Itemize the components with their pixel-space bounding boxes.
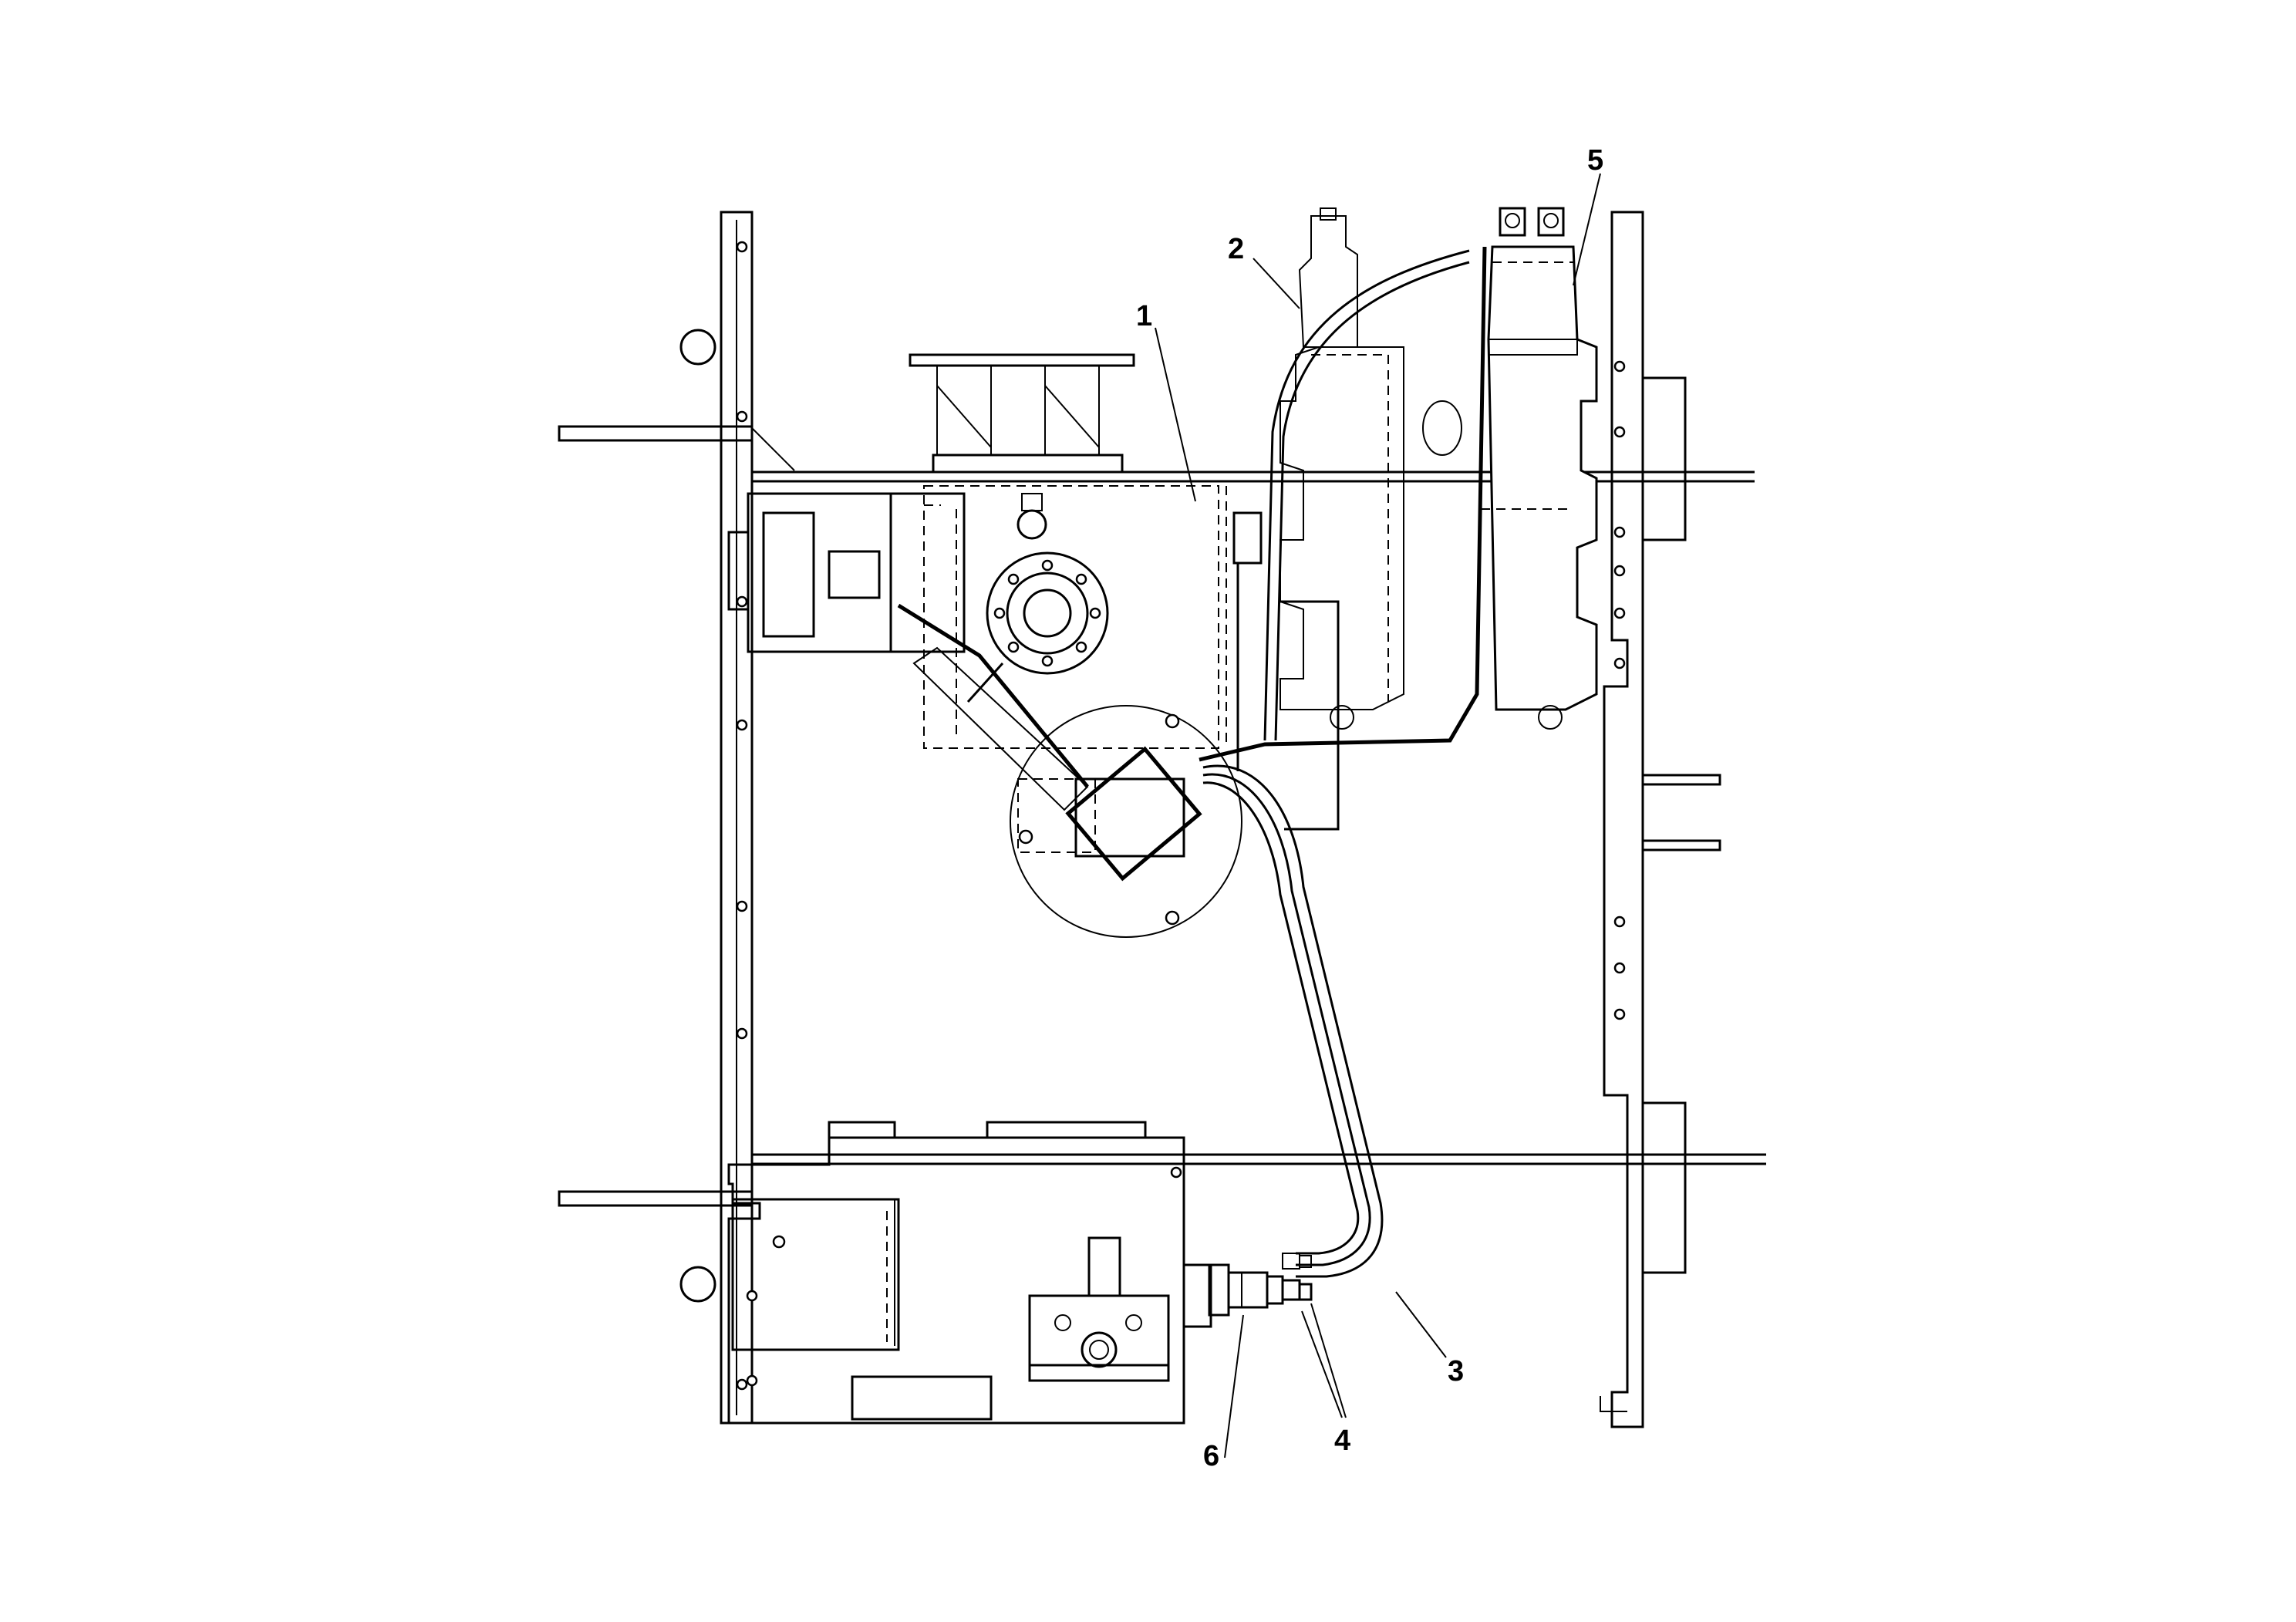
left-frame-rail [558,211,795,1425]
hydraulic-oil-tank [727,1121,1212,1425]
gearbox-output-flange [986,551,1109,675]
callout-6: 6 [1203,1440,1219,1472]
hose-fittings-4 [1281,1253,1313,1301]
callout-5: 5 [1587,144,1603,177]
secondary-hydraulic-pump [1481,207,1598,730]
callout-3: 3 [1448,1355,1464,1388]
suction-valve-6 [1208,1263,1284,1317]
callout-4: 4 [1334,1425,1350,1457]
main-hydraulic-pump [1279,207,1462,730]
lifting-eye-upper [679,329,716,366]
breather-fitting [1017,509,1047,540]
lifting-eye-lower [679,1266,716,1303]
drain-line-black [897,246,1487,788]
rail-mounting-holes [736,241,748,1391]
right-frame-rail [1600,211,1766,1428]
top-pedestal [909,353,1135,474]
callout-2: 2 [1228,233,1244,265]
cross-bar-lower [558,1190,754,1207]
callout-labels: 1 2 3 4 5 6 [1136,144,1603,1472]
electric-motor [727,492,966,653]
callout-1: 1 [1136,300,1152,332]
pump-bracket [1232,511,1340,831]
right-rail-holes [1613,360,1626,1020]
callout-leaders [1155,173,1601,1458]
gearbox-assembly [923,485,1227,749]
frame-cross-members [752,470,1766,1165]
hose-3-suction-lines [1202,764,1384,1278]
hose-2-pump-to-gearbox [1263,249,1470,741]
cross-bar-upper [558,425,754,442]
tank-sight-glass [851,1375,993,1421]
pump-drive-coupling [912,646,1242,938]
